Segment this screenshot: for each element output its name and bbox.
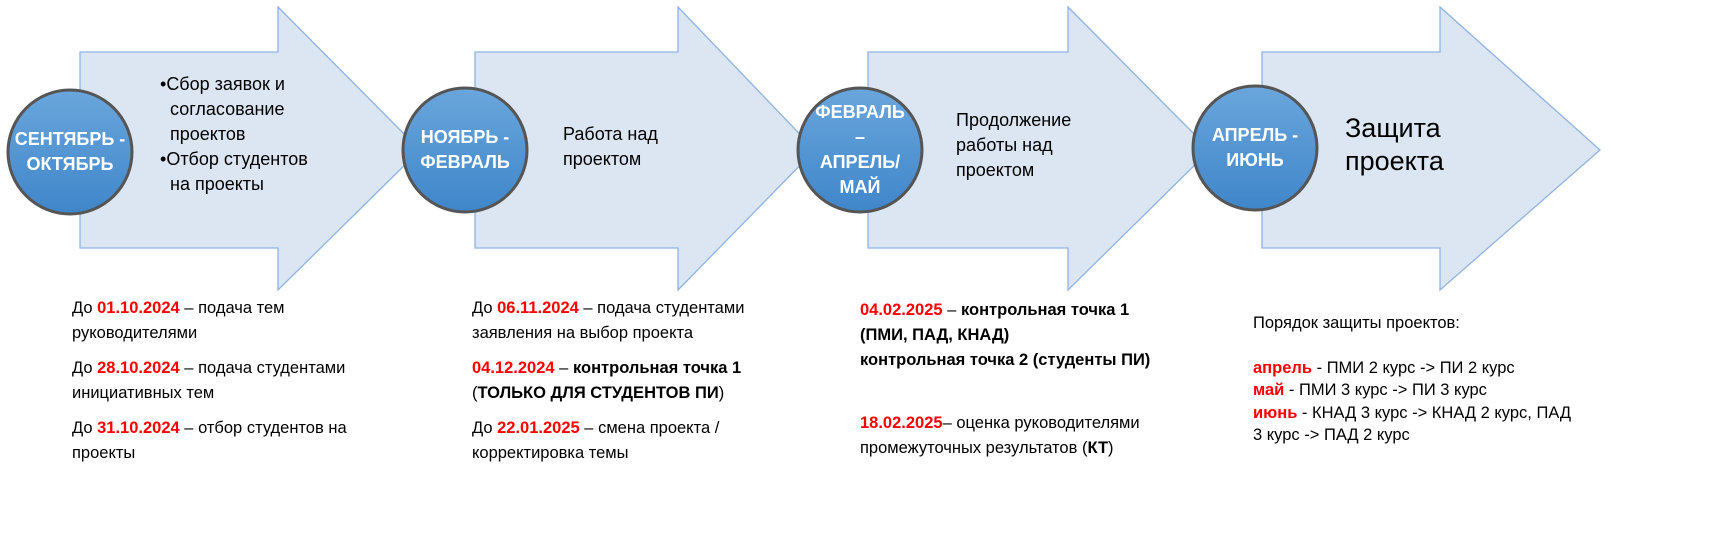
stage-period-2: НОЯБРЬ - ФЕВРАЛЬ <box>420 127 510 172</box>
circle-1 <box>6 88 134 216</box>
defense-order-title: Порядок защиты проектов: <box>1253 314 1460 332</box>
note: До 22.01.2025 – смена проекта / корректи… <box>472 419 720 462</box>
defense-item: май - ПМИ 3 курс -> ПИ 3 курс <box>1253 381 1487 399</box>
note: 18.02.2025– оценка руководителями промеж… <box>860 414 1140 457</box>
arrow-1 <box>79 5 421 292</box>
stage-3-text: Продолжение работы над проектом <box>956 110 1072 180</box>
circle-3 <box>796 86 924 214</box>
stage-period-4: АПРЕЛЬ - ИЮНЬ <box>1211 125 1299 170</box>
note: До 31.10.2024 – отбор студентов на проек… <box>72 419 347 462</box>
note: 04.02.2025 – контрольная точка 1 (ПМИ, П… <box>860 301 1151 369</box>
circle-2 <box>401 86 529 214</box>
circle-4 <box>1191 84 1319 212</box>
stage-period-3: ФЕВРАЛЬ – АПРЕЛЬ/ МАЙ <box>815 102 905 197</box>
bullet-item: •Сбор заявок и согласование проектов <box>160 74 285 144</box>
stage-4-text: Защита проекта <box>1345 113 1444 176</box>
notes-column-2: До 06.11.2024 – подача студентами заявле… <box>472 296 792 476</box>
stage-period-1: СЕНТЯБРЬ - ОКТЯБРЬ <box>14 129 126 174</box>
bullet-item: •Отбор студентов на проекты <box>160 149 308 194</box>
arrow-3 <box>867 5 1211 292</box>
defense-item: июнь - КНАД 3 курс -> КНАД 2 курс, ПАД 3… <box>1253 403 1572 445</box>
stage-2-text: Работа над проектом <box>563 124 658 169</box>
note: До 01.10.2024 – подача тем руководителям… <box>72 299 285 342</box>
arrow-2 <box>474 5 816 292</box>
arrow-4 <box>1261 5 1601 292</box>
note: До 28.10.2024 – подача студентами инициа… <box>72 359 346 402</box>
notes-column-1: До 01.10.2024 – подача тем руководителям… <box>72 296 352 476</box>
stage-1-bullets: •Сбор заявок и согласование проектов •От… <box>160 72 310 197</box>
note: До 06.11.2024 – подача студентами заявле… <box>472 299 745 342</box>
notes-column-4: Порядок защиты проектов: апрель - ПМИ 2 … <box>1253 312 1573 447</box>
defense-item: апрель - ПМИ 2 курс -> ПИ 2 курс <box>1253 358 1515 377</box>
note: 04.12.2024 – контрольная точка 1 (ТОЛЬКО… <box>472 359 742 402</box>
notes-column-3: 04.02.2025 – контрольная точка 1 (ПМИ, П… <box>860 298 1160 471</box>
